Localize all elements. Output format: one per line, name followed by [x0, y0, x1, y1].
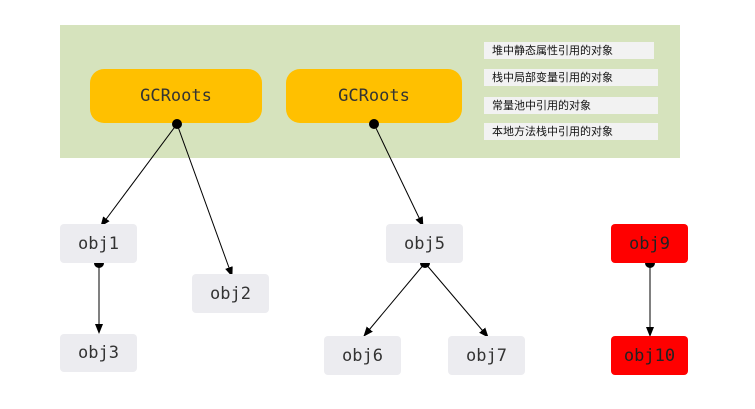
- legend-item-static-field: 堆中静态属性引用的对象: [484, 42, 654, 59]
- edge-obj5-obj7: [424, 262, 489, 338]
- node-obj7: obj7: [448, 336, 525, 375]
- gc-root-2: GCRoots: [286, 69, 462, 123]
- anchor-root1: [172, 119, 182, 129]
- edge-root1-obj2: [176, 123, 233, 277]
- node-obj9: obj9: [611, 224, 688, 263]
- node-obj2: obj2: [192, 274, 269, 313]
- node-obj1: obj1: [60, 224, 137, 263]
- node-obj10: obj10: [611, 336, 688, 375]
- anchor-root2: [369, 119, 379, 129]
- legend-item-constant-pool: 常量池中引用的对象: [484, 97, 658, 114]
- edge-obj5-obj6: [363, 262, 426, 337]
- legend-item-native-stack: 本地方法栈中引用的对象: [484, 123, 658, 140]
- node-obj3: obj3: [60, 334, 137, 372]
- edge-root1-obj1: [100, 123, 178, 227]
- edge-root2-obj5: [373, 123, 424, 227]
- gc-root-1: GCRoots: [90, 69, 262, 123]
- node-obj5: obj5: [386, 224, 463, 263]
- legend-item-stack-local: 栈中局部变量引用的对象: [484, 69, 658, 86]
- node-obj6: obj6: [324, 336, 401, 375]
